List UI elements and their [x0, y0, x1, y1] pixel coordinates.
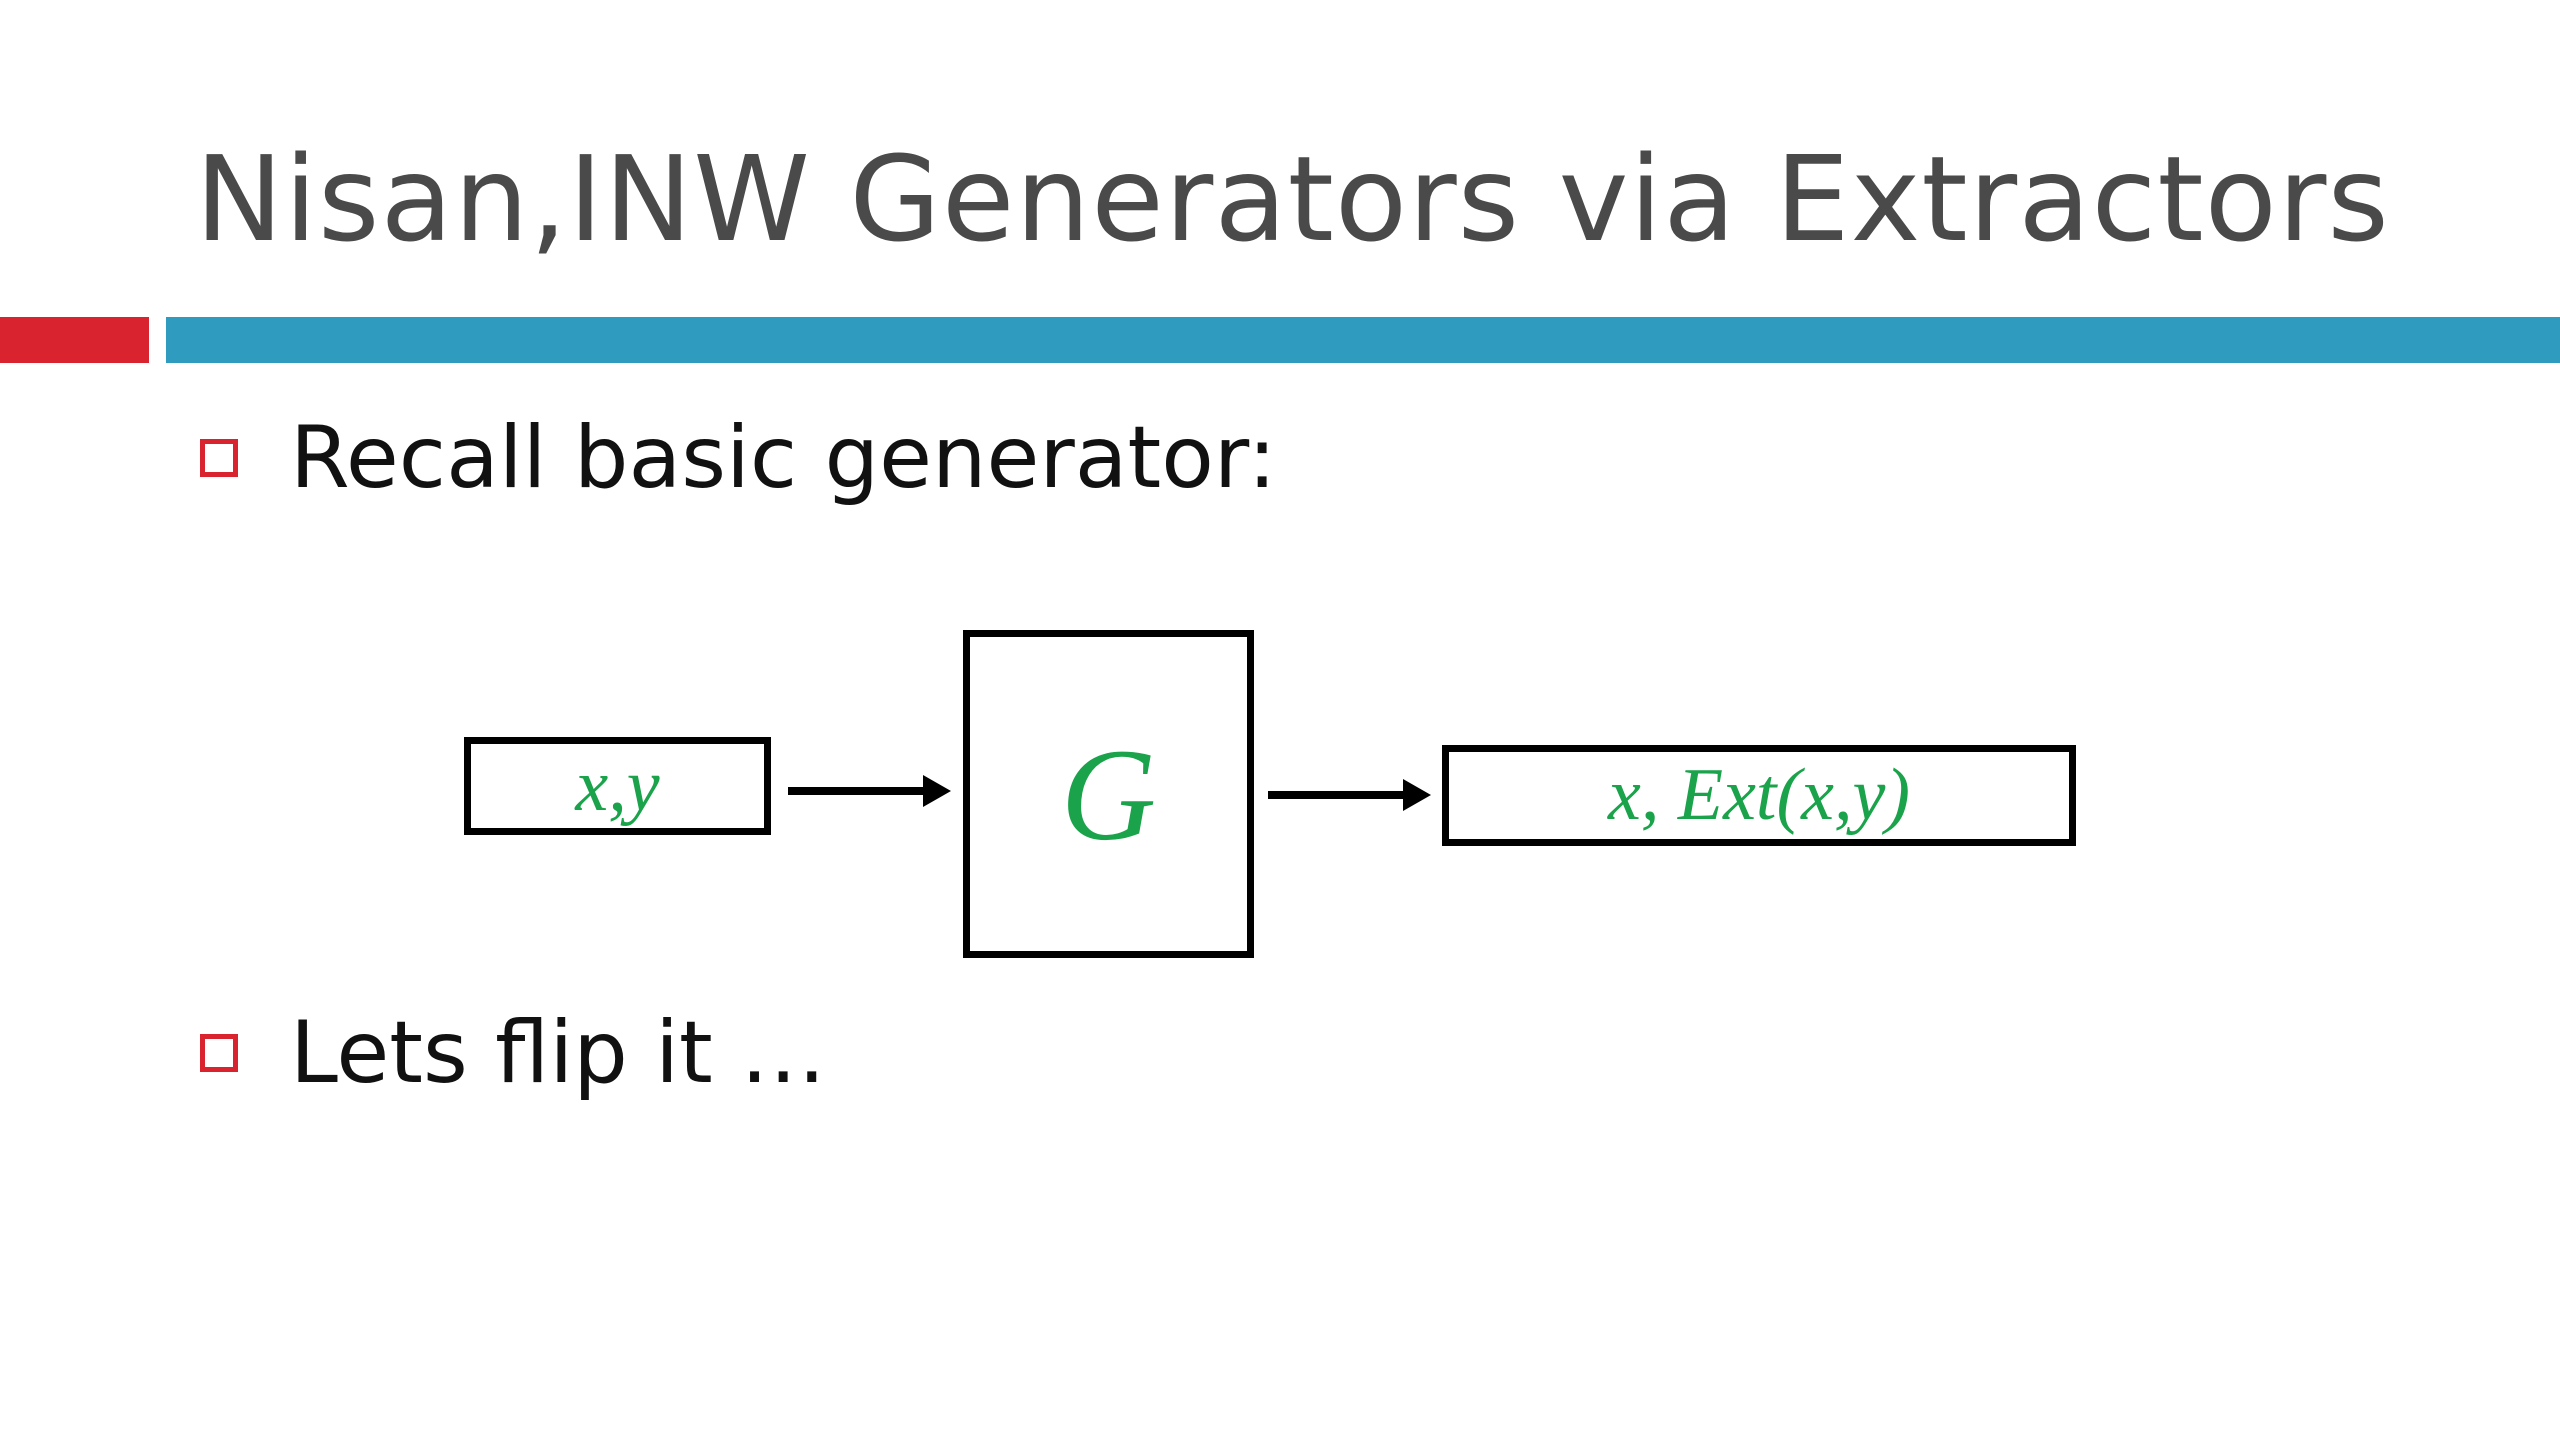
slide-title: Nisan,INW Generators via Extractors: [195, 130, 2390, 268]
generator-label: G: [1060, 720, 1157, 868]
input-label: x,y: [575, 744, 660, 827]
arrow-right-icon: [788, 775, 951, 807]
title-accent-bar-red: [0, 317, 149, 363]
bullet-item: Lets flip it …: [200, 1010, 826, 1096]
square-bullet-icon: [200, 439, 238, 477]
output-box: x, Ext(x,y): [1442, 745, 2076, 846]
bullet-item: Recall basic generator:: [200, 415, 1277, 501]
title-accent-bar-blue: [166, 317, 2560, 363]
arrow-right-icon: [1268, 779, 1431, 811]
bullet-text: Lets flip it …: [290, 1003, 827, 1103]
output-label: x, Ext(x,y): [1608, 754, 1910, 836]
square-bullet-icon: [200, 1034, 238, 1072]
generator-box: G: [963, 630, 1254, 958]
input-box: x,y: [464, 737, 771, 835]
bullet-text: Recall basic generator:: [290, 408, 1277, 508]
